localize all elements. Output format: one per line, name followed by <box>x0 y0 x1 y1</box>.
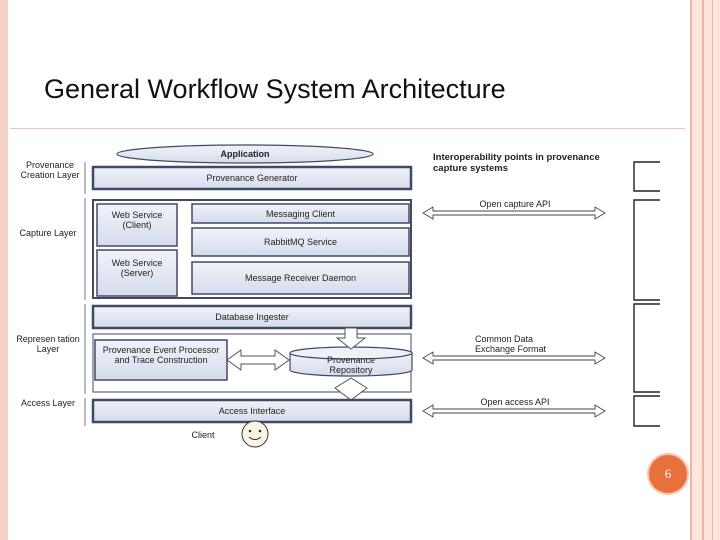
slide-right-border-line <box>702 0 704 540</box>
client-face-eye <box>248 429 252 433</box>
provenance-generator-box <box>91 165 413 191</box>
web-service-server-label: Web Service (Server) <box>111 258 163 278</box>
client-label: Client <box>191 430 215 440</box>
slide-title: General Workflow System Architecture <box>44 74 506 104</box>
slide-left-border <box>0 0 8 540</box>
messaging-client-box <box>191 203 410 224</box>
provenance-generator-label: Provenance Generator <box>206 173 298 183</box>
title-divider <box>10 128 685 129</box>
layer-label-provenance-creation: Provenance Creation Layer <box>20 160 80 180</box>
layer-label-representation: Represen tation Layer <box>16 334 80 354</box>
rabbitmq-service-label: RabbitMQ Service <box>263 237 338 247</box>
web-service-server-box <box>96 249 178 297</box>
database-ingester-label: Database Ingester <box>215 312 289 322</box>
page-number-badge: 6 <box>649 455 687 493</box>
provenance-repository-label: Provenance Repository <box>326 355 376 375</box>
application-label: Application <box>220 149 270 159</box>
layer-label-capture: Capture Layer <box>19 228 77 238</box>
client-face-icon <box>241 420 269 448</box>
messaging-client-label: Messaging Client <box>265 209 336 219</box>
open-capture-api-label: Open capture API <box>479 199 551 209</box>
interoperability-heading: Interoperability points in provenance ca… <box>433 152 600 174</box>
right-bracket <box>633 303 660 393</box>
right-bracket <box>633 395 660 427</box>
message-receiver-daemon-box <box>191 261 410 295</box>
provenance-event-processor-label: Provenance Event Processor and Trace Con… <box>102 345 220 365</box>
slide-right-border-line <box>712 0 713 540</box>
slide-right-border-line <box>690 0 692 540</box>
diagram-graphics <box>84 144 660 448</box>
client-face-smile <box>248 436 262 440</box>
database-ingester-box <box>91 304 413 330</box>
web-service-client-box <box>96 203 178 247</box>
message-receiver-daemon-label: Message Receiver Daemon <box>244 273 357 283</box>
right-bracket <box>633 199 660 301</box>
open-capture-api-arrow <box>422 206 606 220</box>
client-face-eye <box>258 429 262 433</box>
access-interface-label: Access Interface <box>218 406 286 416</box>
open-access-api-arrow <box>422 404 606 418</box>
provenance-event-processor-box <box>94 339 228 381</box>
architecture-diagram: Provenance Creation Layer Capture Layer … <box>15 138 660 450</box>
slide-right-border <box>690 0 720 540</box>
ingester-to-repository-arrow <box>335 327 367 350</box>
processor-repository-double-arrow <box>226 349 290 371</box>
open-access-api-label: Open access API <box>480 397 550 407</box>
right-bracket <box>633 161 660 192</box>
rabbitmq-service-box <box>191 227 410 257</box>
layer-label-access: Access Layer <box>20 398 76 408</box>
web-service-client-label: Web Service (Client) <box>111 210 163 230</box>
application-ellipse <box>116 144 374 164</box>
common-data-exchange-arrow <box>422 351 606 365</box>
common-data-exchange-label: Common Data Exchange Format <box>475 334 547 354</box>
